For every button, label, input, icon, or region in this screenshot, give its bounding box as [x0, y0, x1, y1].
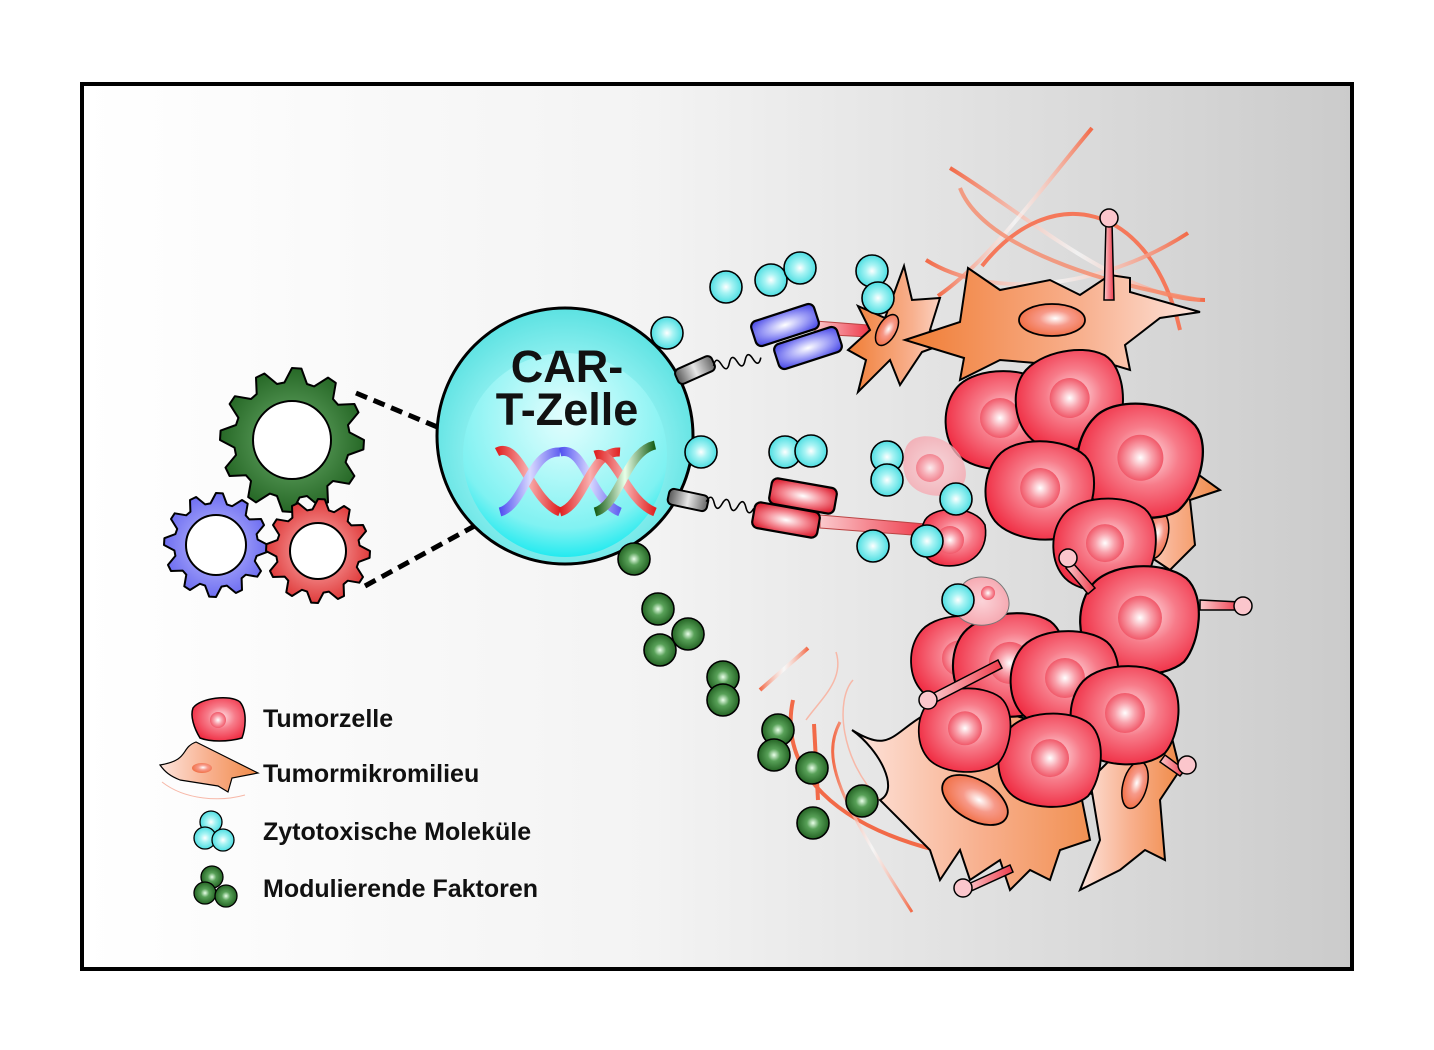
modulating-factor [845, 784, 879, 818]
modulating-factors [617, 542, 879, 840]
legend-label-modulating: Modulierende Faktoren [263, 875, 538, 903]
modulating-factor [795, 751, 829, 785]
legend-item-microenvironment: Tumormikromilieu [158, 741, 479, 800]
modulating-factor [643, 633, 677, 667]
cytotoxic-molecule [794, 434, 828, 468]
green-gear-icon [219, 367, 365, 513]
blue-gear-icon [163, 492, 269, 598]
modulating-factor [617, 542, 651, 576]
surface-antigens [918, 208, 1253, 898]
dashed-connector-top [355, 390, 498, 455]
tumor-cell [997, 712, 1102, 808]
legend-label-microenvironment: Tumormikromilieu [263, 760, 479, 788]
modulating-factor [706, 683, 740, 717]
cytotoxic-molecule [939, 482, 973, 516]
cytotoxic-molecule [861, 281, 895, 315]
car-t-cell: CAR- T-Zelle [435, 306, 695, 566]
modulating-factor [757, 738, 791, 772]
car-t-cell-title-line1: CAR- [511, 341, 623, 392]
cytotoxic-molecule [754, 263, 788, 297]
cytotoxic-molecule [910, 524, 944, 558]
microenvironment-fibers [758, 126, 1206, 913]
car-receptor-top [674, 302, 869, 385]
legend-label-tumor-cell: Tumorzelle [263, 705, 393, 733]
cytotoxic-molecules [650, 251, 975, 617]
legend-label-cytotoxic: Zytotoxische Moleküle [263, 818, 531, 846]
cytotoxic-molecule [650, 316, 684, 350]
modulating-factor [641, 592, 675, 626]
cytotoxic-molecules-icon [193, 810, 235, 852]
cytotoxic-molecule [856, 529, 890, 563]
legend-item-modulating: Modulierende Faktoren [193, 865, 538, 908]
car-receptor-bottom [666, 477, 926, 539]
dashed-connector-bottom [363, 509, 502, 589]
modulating-factor [796, 806, 830, 840]
cytotoxic-molecule [684, 435, 718, 469]
modulating-factor [671, 617, 705, 651]
cytotoxic-molecule [783, 251, 817, 285]
red-gear-icon [265, 498, 371, 604]
car-t-cell-title-line2: T-Zelle [496, 384, 639, 435]
cytotoxic-molecule [941, 583, 975, 617]
cytotoxic-molecule [870, 463, 904, 497]
microenvironment-cell-icon [158, 741, 260, 800]
legend-item-cytotoxic: Zytotoxische Moleküle [193, 810, 531, 852]
cytotoxic-molecule [709, 270, 743, 304]
gears-group [163, 367, 371, 604]
modulating-factors-icon [193, 865, 238, 908]
tumor-cell-icon [191, 696, 246, 742]
legend: Tumorzelle Tumormikromilieu Zytotoxische… [158, 696, 538, 908]
dna-helix-icon [494, 440, 658, 517]
legend-item-tumor-cell: Tumorzelle [191, 696, 393, 742]
